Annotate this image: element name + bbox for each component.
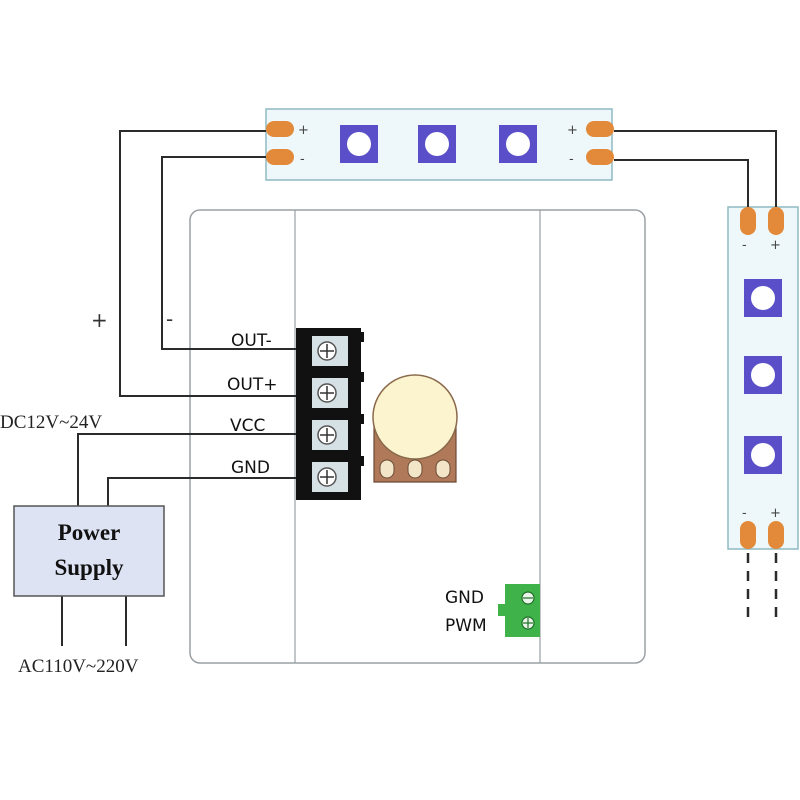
svg-text:+: + [770, 506, 781, 521]
led-chip [744, 356, 782, 394]
svg-text:+: + [770, 238, 781, 253]
screw-terminal [312, 462, 348, 492]
strip-pad [586, 121, 614, 137]
screw-terminal [312, 378, 348, 408]
strip-pad [768, 207, 784, 235]
plus-wire-label: + [91, 308, 108, 332]
strip-pad [740, 207, 756, 235]
power-supply-label: Power [58, 520, 121, 545]
signal-label-gnd: GND [445, 588, 484, 608]
potentiometer-pins [379, 459, 451, 479]
terminal-label-out-minus: OUT- [231, 331, 272, 351]
terminal-label-gnd: GND [231, 458, 270, 478]
led-strip-top: + - + - [265, 108, 614, 181]
strip-pad [266, 121, 294, 137]
svg-text:+: + [298, 123, 309, 138]
led-chip [744, 436, 782, 474]
svg-text:-: - [742, 238, 747, 253]
svg-text:-: - [569, 152, 574, 167]
power-supply: Power Supply [13, 505, 165, 597]
signal-terminal-block [498, 584, 540, 637]
mains-voltage-label: AC110V~220V [18, 656, 139, 677]
supply-voltage-label: DC12V~24V [0, 412, 102, 433]
strip-pad [740, 521, 756, 549]
wires [61, 130, 777, 646]
strip-pad [266, 149, 294, 165]
terminal-label-vcc: VCC [230, 416, 265, 436]
led-chip [340, 125, 378, 163]
minus-wire-label: - [166, 307, 173, 331]
potentiometer-knob [372, 374, 458, 460]
led-chip [744, 279, 782, 317]
power-supply-label: Supply [54, 555, 124, 580]
strip-pad [768, 521, 784, 549]
svg-text:+: + [567, 123, 578, 138]
terminal-label-out-plus: OUT+ [227, 375, 277, 395]
led-strip-right: - + - + [727, 206, 799, 625]
screw-terminal [312, 336, 348, 366]
screw-terminal [312, 420, 348, 450]
strip-pad [586, 149, 614, 165]
led-chip [499, 125, 537, 163]
signal-label-pwm: PWM [445, 616, 487, 636]
potentiometer [372, 374, 458, 483]
led-chip [418, 125, 456, 163]
svg-text:-: - [742, 506, 747, 521]
terminal-block [296, 328, 364, 500]
svg-text:-: - [300, 152, 305, 167]
